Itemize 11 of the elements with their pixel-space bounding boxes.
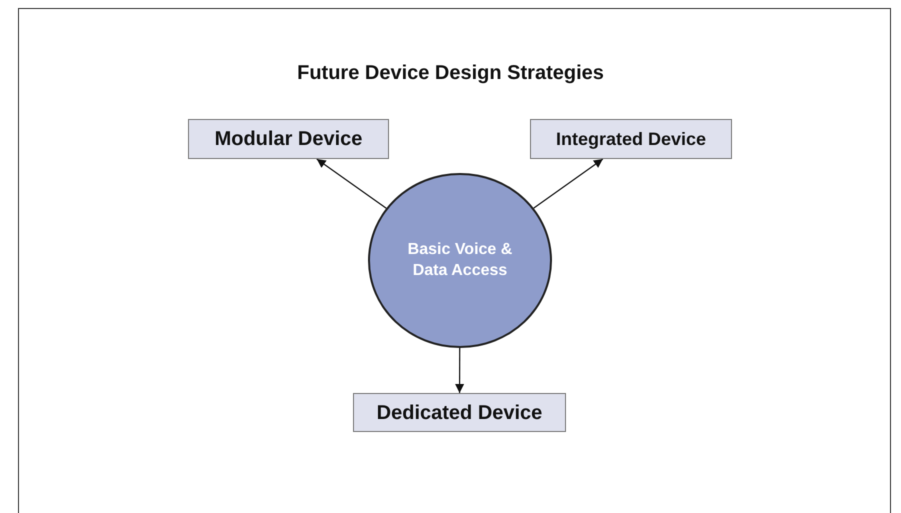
node-label: Basic Voice & Data Access	[406, 240, 514, 280]
diagram-title: Future Device Design Strategies	[296, 61, 605, 86]
arrow	[533, 158, 604, 209]
device-box	[530, 119, 732, 159]
device-box	[188, 119, 389, 159]
node-label: Dedicated Device	[376, 400, 542, 426]
device-box	[353, 393, 566, 432]
arrow	[316, 158, 387, 209]
node-label: Modular Device	[214, 127, 362, 152]
arrow	[455, 348, 464, 393]
node-label: Integrated Device	[556, 128, 706, 151]
